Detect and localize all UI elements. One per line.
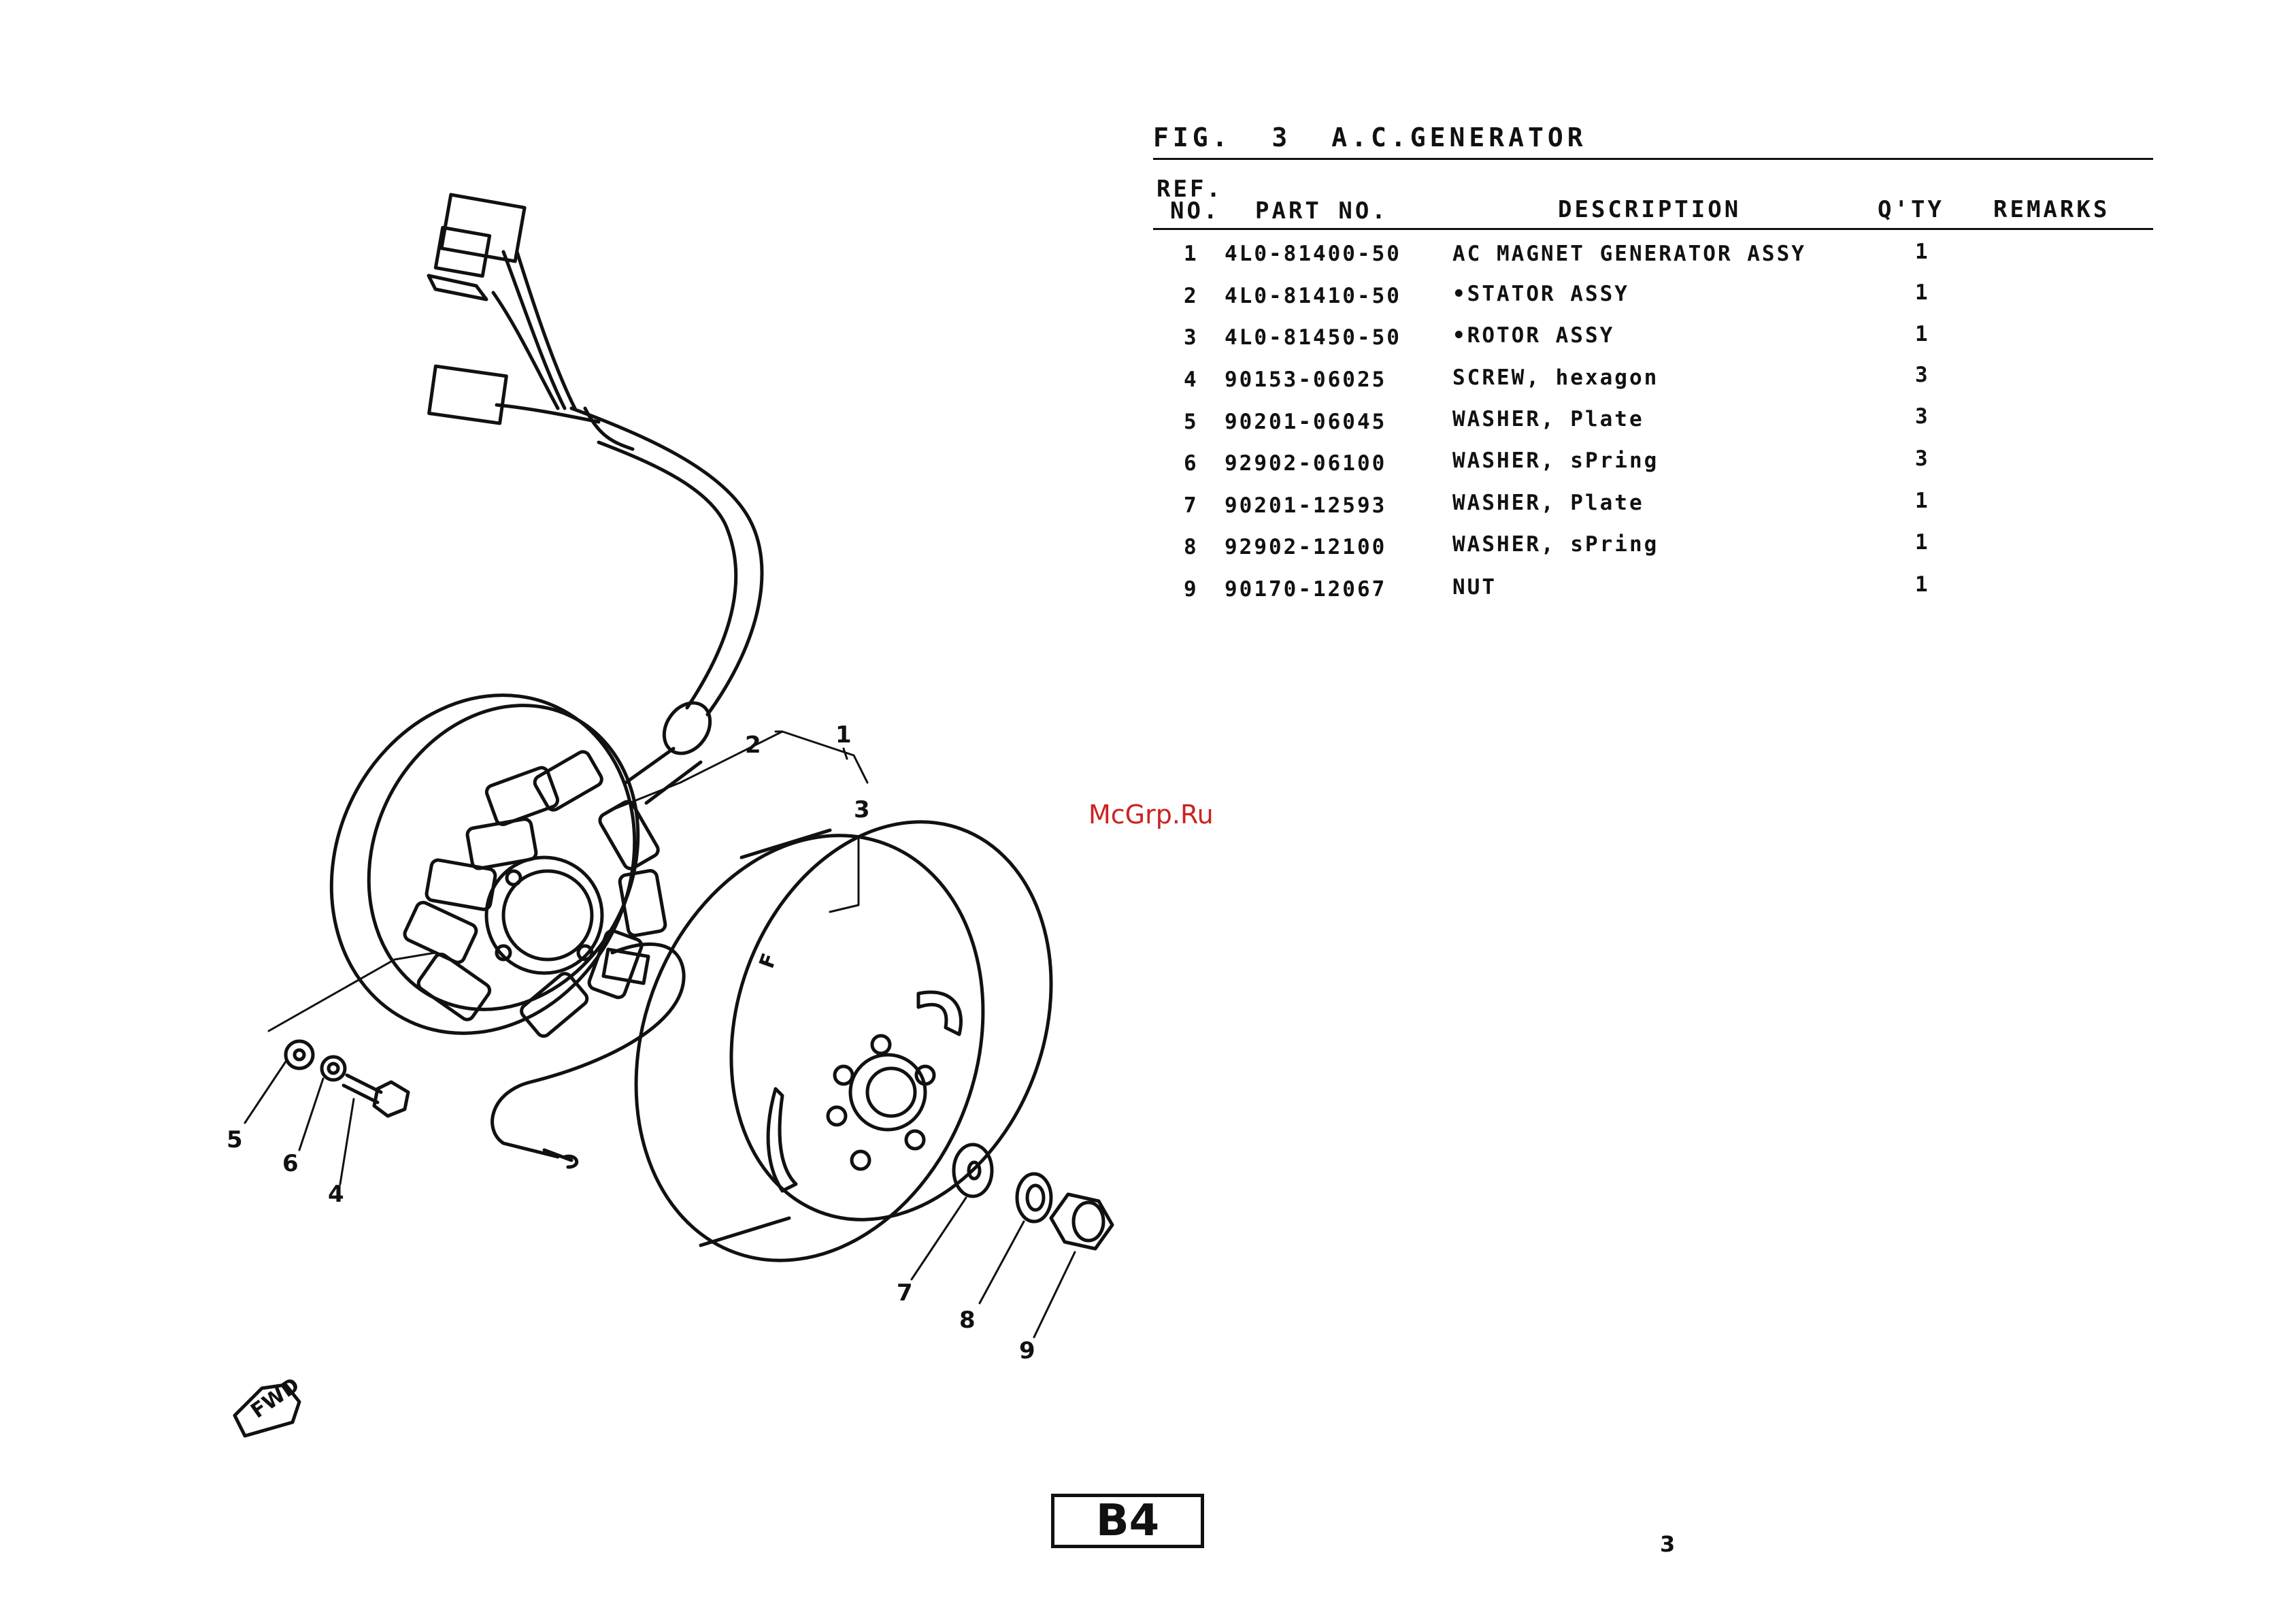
plate-washer-5 bbox=[284, 1039, 315, 1070]
grommet bbox=[662, 701, 712, 755]
header-qty: Q'TY bbox=[1878, 196, 1944, 223]
callout-2: 2 bbox=[745, 732, 761, 759]
row-qty: 3 bbox=[1915, 363, 1930, 387]
callout-4: 4 bbox=[328, 1181, 344, 1208]
plate-washer-7 bbox=[952, 1143, 994, 1198]
header-ref-line2: NO. bbox=[1170, 197, 1220, 225]
callout-5: 5 bbox=[227, 1126, 243, 1153]
row-description: SCREW, hexagon bbox=[1452, 365, 1659, 390]
row-qty: 1 bbox=[1915, 530, 1930, 555]
connector-middle bbox=[427, 364, 508, 425]
row-description: •STATOR ASSY bbox=[1452, 282, 1629, 306]
callout-9: 9 bbox=[1019, 1337, 1035, 1364]
spring-washer-6 bbox=[320, 1055, 347, 1082]
fwd-arrow-icon bbox=[233, 1383, 301, 1438]
row-description: WASHER, Plate bbox=[1452, 407, 1644, 431]
row-qty: 1 bbox=[1915, 280, 1930, 305]
row-part-no: 90201-12593 bbox=[1225, 493, 1387, 518]
figure-number: 3 bbox=[1271, 122, 1292, 152]
callout-8: 8 bbox=[959, 1307, 976, 1334]
row-ref: 1 bbox=[1184, 242, 1199, 266]
bullet-terminal bbox=[427, 274, 488, 301]
row-description: WASHER, sPring bbox=[1452, 532, 1659, 557]
header-ref-line1: REF. bbox=[1157, 176, 1223, 203]
row-qty: 1 bbox=[1915, 322, 1930, 346]
header-remarks: REMARKS bbox=[1993, 196, 2110, 223]
row-part-no: 4L0-81450-50 bbox=[1225, 325, 1401, 350]
row-description: NUT bbox=[1452, 575, 1497, 600]
row-part-no: 92902-06100 bbox=[1225, 451, 1387, 476]
header-part-no: PART NO. bbox=[1255, 197, 1388, 225]
row-part-no: 4L0-81410-50 bbox=[1225, 284, 1401, 308]
stator-hub bbox=[484, 855, 604, 975]
spring-washer-8 bbox=[1015, 1172, 1053, 1224]
callout-1: 1 bbox=[835, 721, 852, 749]
row-ref: 7 bbox=[1184, 493, 1199, 518]
exploded-diagram: F FWD bbox=[233, 193, 1114, 1438]
figure-label: FIG. bbox=[1153, 122, 1232, 152]
row-part-no: 4L0-81400-50 bbox=[1225, 242, 1401, 266]
hex-nut-9 bbox=[1049, 1192, 1114, 1251]
row-description: WASHER, sPring bbox=[1452, 448, 1659, 473]
page-code: B4 bbox=[1095, 1496, 1160, 1546]
row-part-no: 90201-06045 bbox=[1225, 410, 1387, 434]
header-description: DESCRIPTION bbox=[1558, 196, 1742, 223]
figure-title: FIG. 3 A.C.GENERATOR bbox=[1153, 122, 1608, 152]
row-qty: 1 bbox=[1915, 489, 1930, 513]
row-ref: 2 bbox=[1184, 284, 1199, 308]
header-rule bbox=[1153, 228, 2153, 230]
row-description: WASHER, Plate bbox=[1452, 491, 1644, 515]
stator-coils bbox=[403, 750, 667, 1038]
rotor-mark: F bbox=[755, 951, 782, 972]
pickup-lead bbox=[490, 942, 686, 1159]
row-ref: 6 bbox=[1184, 451, 1199, 476]
hex-screw-4 bbox=[342, 1073, 410, 1118]
row-part-no: 90170-12067 bbox=[1225, 577, 1387, 602]
rotor-flywheel bbox=[634, 820, 1053, 1262]
title-rule bbox=[1153, 158, 2153, 160]
row-qty: 1 bbox=[1915, 572, 1930, 597]
row-qty: 3 bbox=[1915, 446, 1930, 471]
watermark: McGrp.Ru bbox=[1088, 800, 1214, 830]
row-qty: 1 bbox=[1915, 240, 1930, 264]
row-ref: 8 bbox=[1184, 535, 1199, 559]
row-ref: 3 bbox=[1184, 325, 1199, 350]
callout-3: 3 bbox=[854, 796, 870, 823]
figure-name: A.C.GENERATOR bbox=[1331, 122, 1587, 152]
connector-top bbox=[439, 193, 527, 263]
row-part-no: 92902-12100 bbox=[1225, 535, 1387, 559]
row-description: •ROTOR ASSY bbox=[1452, 323, 1615, 348]
page-code-box: B4 bbox=[1051, 1494, 1204, 1548]
stator-base-plate bbox=[329, 693, 637, 1035]
row-qty: 3 bbox=[1915, 404, 1930, 429]
row-description: AC MAGNET GENERATOR ASSY bbox=[1452, 242, 1806, 266]
row-part-no: 90153-06025 bbox=[1225, 367, 1387, 392]
wire-harness bbox=[501, 250, 567, 410]
callout-6: 6 bbox=[282, 1150, 299, 1177]
callout-7: 7 bbox=[897, 1279, 913, 1307]
row-ref: 4 bbox=[1184, 367, 1199, 392]
row-ref: 5 bbox=[1184, 410, 1199, 434]
row-ref: 9 bbox=[1184, 577, 1199, 602]
page-number: 3 bbox=[1660, 1531, 1676, 1557]
